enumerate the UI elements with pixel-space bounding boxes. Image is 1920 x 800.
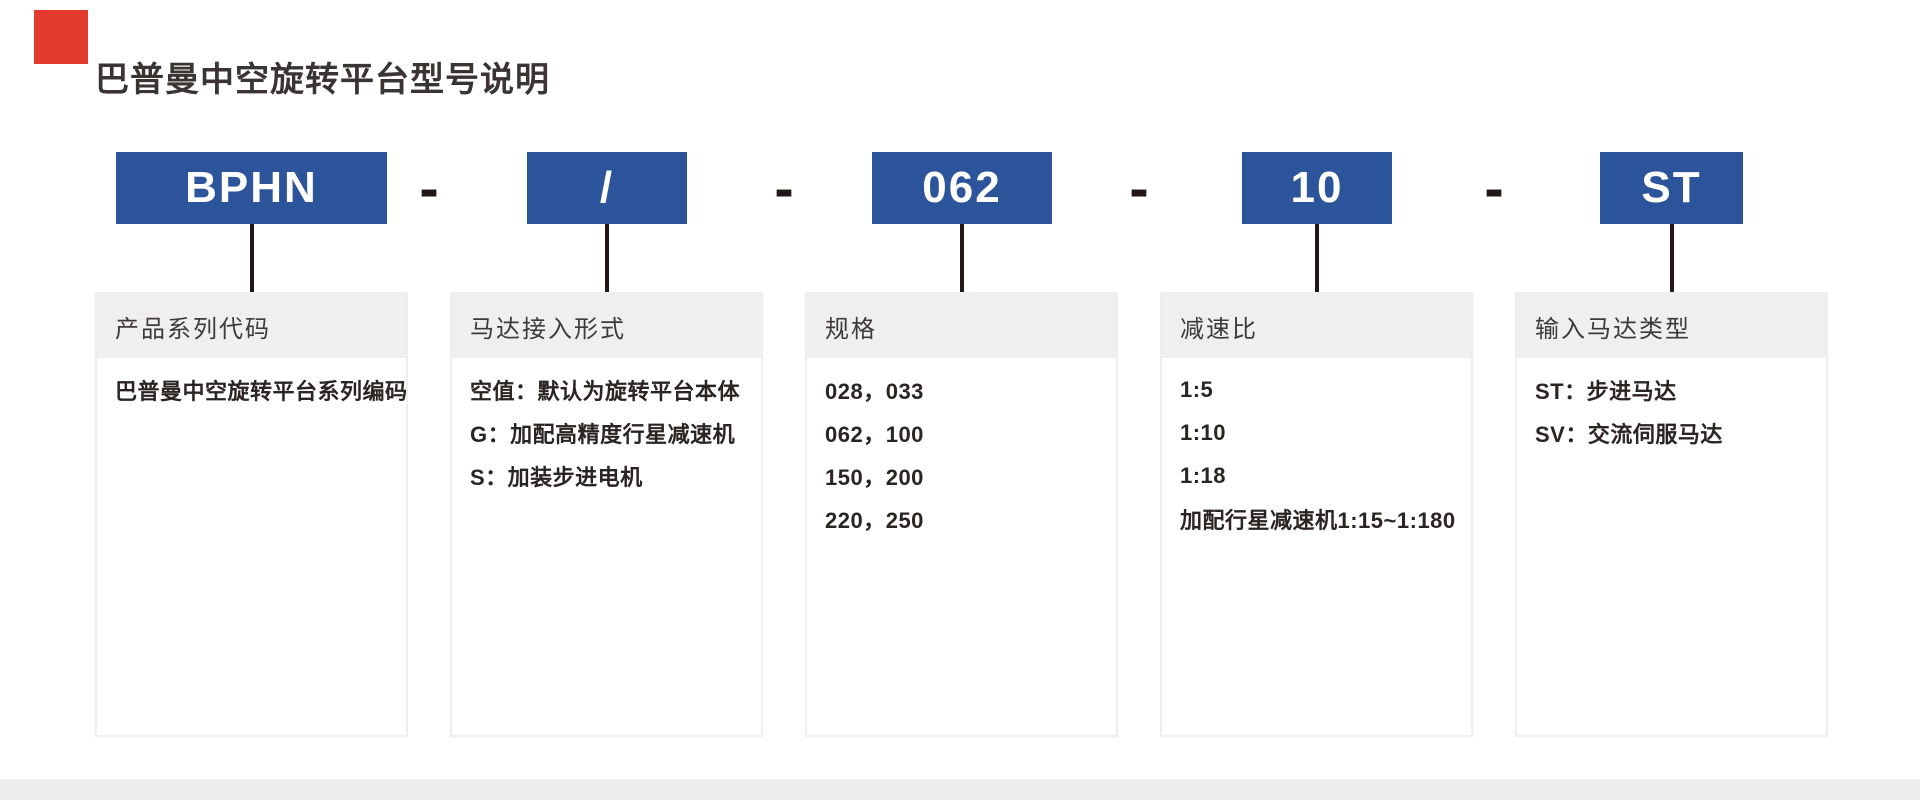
card-line: 220，250 [825, 507, 924, 533]
card-input-motor-type: 输入马达类型 ST：步进马达 SV：交流伺服马达 [1515, 292, 1828, 737]
card-line: 巴普曼中空旋转平台系列编码 [115, 378, 408, 404]
connector-line [1315, 224, 1319, 292]
card-motor-form: 马达接入形式 空值：默认为旋转平台本体 G：加配高精度行星减速机 S：加装步进电… [450, 292, 763, 737]
connector-line [1670, 224, 1674, 292]
card-series-code: 产品系列代码 巴普曼中空旋转平台系列编码 [95, 292, 408, 737]
separator-dash: - [419, 155, 439, 221]
card-line: SV：交流伺服马达 [1535, 421, 1723, 447]
page-title: 巴普曼中空旋转平台型号说明 [95, 61, 550, 99]
card-line: 1:5 [1180, 376, 1214, 402]
card-body: 巴普曼中空旋转平台系列编码 [97, 358, 408, 411]
connector-line [250, 224, 254, 292]
card-body: 1:5 1:10 1:18 加配行星减速机1:15~1:180 [1162, 358, 1471, 540]
card-body: 028，033 062，100 150，200 220，250 [807, 358, 1116, 540]
connector-line [605, 224, 609, 292]
card-body: ST：步进马达 SV：交流伺服马达 [1517, 358, 1826, 454]
card-line: S：加装步进电机 [470, 464, 643, 490]
card-line: 150，200 [825, 464, 924, 490]
card-line: 1:10 [1180, 419, 1227, 445]
model-segment-motor-type: ST [1600, 152, 1743, 224]
separator-dash: - [774, 155, 794, 221]
card-header: 减速比 [1162, 294, 1471, 358]
bottom-divider-bar [0, 779, 1920, 800]
card-line: 加配行星减速机1:15~1:180 [1180, 507, 1456, 533]
model-segment-ratio: 10 [1242, 152, 1392, 224]
model-segment-motor-form: / [527, 152, 687, 224]
card-body: 空值：默认为旋转平台本体 G：加配高精度行星减速机 S：加装步进电机 [452, 358, 761, 497]
card-line: G：加配高精度行星减速机 [470, 421, 736, 447]
card-line: 062，100 [825, 421, 924, 447]
card-line: 空值：默认为旋转平台本体 [470, 378, 741, 404]
connector-line [960, 224, 964, 292]
model-segment-size: 062 [872, 152, 1052, 224]
card-line: ST：步进马达 [1535, 378, 1677, 404]
card-header: 规格 [807, 294, 1116, 358]
model-segment-series: BPHN [116, 152, 387, 224]
separator-dash: - [1129, 155, 1149, 221]
card-reduction-ratio: 减速比 1:5 1:10 1:18 加配行星减速机1:15~1:180 [1160, 292, 1473, 737]
card-header: 马达接入形式 [452, 294, 761, 358]
brand-logo-mark [34, 10, 88, 64]
card-line: 028，033 [825, 378, 924, 404]
card-size-spec: 规格 028，033 062，100 150，200 220，250 [805, 292, 1118, 737]
card-header: 产品系列代码 [97, 294, 406, 358]
card-header: 输入马达类型 [1517, 294, 1826, 358]
separator-dash: - [1484, 155, 1504, 221]
card-line: 1:18 [1180, 462, 1227, 488]
